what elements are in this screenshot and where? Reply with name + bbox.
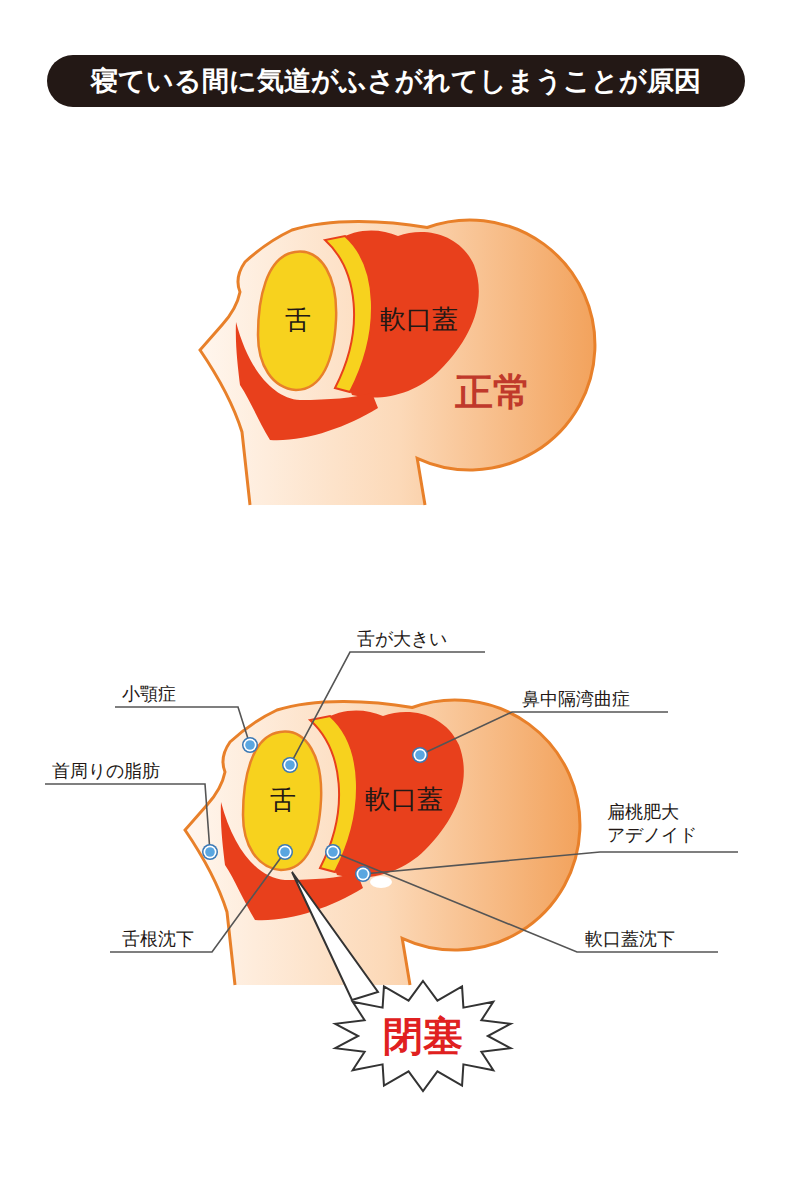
head-outline <box>200 220 595 505</box>
state-label: 正常 <box>455 370 531 416</box>
callout-dot <box>277 844 293 860</box>
callout-label: 首周りの脂肪 <box>52 760 160 782</box>
tongue <box>258 252 336 390</box>
callout-dot <box>412 747 428 763</box>
leader-lines <box>45 652 738 952</box>
callout-dot <box>325 844 341 860</box>
head-figure-obstructed <box>185 700 580 985</box>
head-skin <box>200 220 595 505</box>
node-label: 舌 <box>285 306 311 335</box>
leader-line <box>290 652 485 765</box>
tongue-shape: 舌 <box>241 727 325 873</box>
node-label: 舌 <box>270 786 296 815</box>
node-label: 閉塞 <box>383 1014 463 1058</box>
burst-shape <box>335 981 510 1091</box>
callout-label: 舌が大きい <box>357 628 447 650</box>
leader-line <box>110 852 285 952</box>
leader-line <box>363 852 738 874</box>
callout-dot <box>202 844 218 860</box>
title-bar: 寝ている間に気道がふさがれてしまうことが原因 <box>47 55 745 107</box>
tongue-shape: 舌 <box>256 247 340 393</box>
burst-pointer <box>292 872 378 1000</box>
blockage-burst: 閉塞 <box>330 978 516 1094</box>
leader-line <box>333 852 718 952</box>
callout-label: 軟口蓋沈下 <box>585 928 675 950</box>
tongue <box>243 732 321 870</box>
callout-dot <box>355 866 371 882</box>
leader-line <box>115 707 250 745</box>
node-text-area: 舌 <box>241 727 325 873</box>
part-name: 軟口蓋 <box>365 784 443 815</box>
callout-label: 小顎症 <box>122 683 176 705</box>
callout-dot <box>282 757 298 773</box>
callout-dot <box>242 737 258 753</box>
callout-label: 扁桃肥大 アデノイド <box>607 800 733 847</box>
leader-line <box>420 712 668 755</box>
callout-label: 鼻中隔湾曲症 <box>522 688 630 710</box>
callout-label: 舌根沈下 <box>122 928 194 950</box>
head-figure <box>200 220 595 505</box>
node-text-area: 閉塞 <box>330 978 516 1094</box>
airway-gap <box>370 876 392 888</box>
title: 寝ている間に気道がふさがれてしまうことが原因 <box>91 63 701 99</box>
leader-line <box>45 784 210 852</box>
part-name: 軟口蓋 <box>380 304 458 335</box>
node-text-area: 舌 <box>256 247 340 393</box>
